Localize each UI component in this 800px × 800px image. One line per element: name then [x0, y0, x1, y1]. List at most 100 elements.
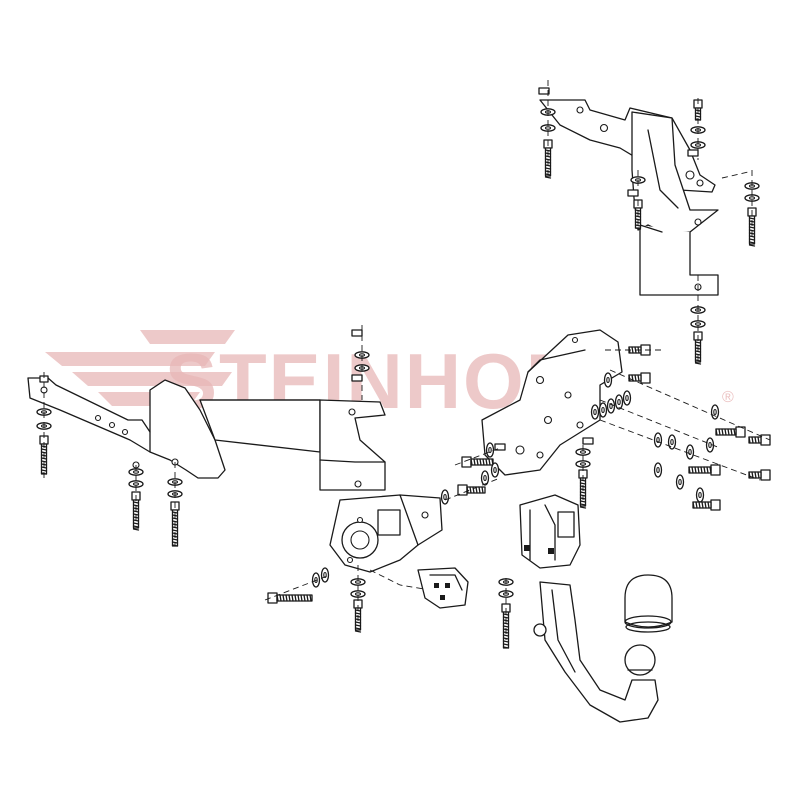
bolt-thread [733, 428, 736, 436]
bolt-thread [309, 594, 312, 602]
main-crossbar [199, 399, 386, 491]
bolt-thread [748, 238, 756, 241]
bolt-thread [544, 167, 552, 170]
bolt-thread [634, 215, 642, 218]
bolt-thread [40, 460, 48, 463]
washer-hole [694, 322, 702, 326]
bolt-thread [544, 155, 552, 158]
nut-icon [627, 189, 639, 197]
bolt-thread [300, 594, 303, 602]
bolt-thread [697, 466, 700, 474]
bolt-thread [279, 594, 282, 602]
bolt-thread [354, 612, 362, 615]
washer-hole [670, 438, 674, 446]
nut-icon [582, 437, 594, 445]
bolt-thread [694, 341, 702, 344]
washer-hole [698, 491, 702, 499]
bolt-thread [751, 436, 754, 444]
nut-icon [351, 329, 363, 337]
right-side-mounting-bracket [539, 99, 719, 296]
bolt-thread [291, 594, 294, 602]
bolt-thread [171, 520, 179, 523]
bolt-thread [691, 466, 694, 474]
detachable-tow-ball [533, 581, 659, 723]
bolt-thread [40, 448, 48, 451]
bolt-thread [502, 616, 510, 619]
bolt-thread [694, 115, 702, 118]
washer-hole [678, 478, 682, 486]
washer-hole [708, 441, 712, 449]
bolt-thread [754, 436, 757, 444]
bolt-thread [748, 241, 756, 244]
washer-hole [483, 474, 487, 482]
bolt-thread [502, 643, 510, 646]
bolt-thread [469, 486, 472, 494]
bolt-thread [470, 458, 473, 466]
bolt-thread [485, 458, 488, 466]
bolt-thread [724, 428, 727, 436]
bolt-thread [748, 436, 751, 444]
washer-hole [443, 493, 447, 501]
bolt-thread [132, 519, 140, 522]
bolt-thread [297, 594, 300, 602]
bolt-thread [294, 594, 297, 602]
bolt-thread [579, 506, 587, 509]
bolt-thread [40, 469, 48, 472]
bolt-thread [579, 491, 587, 494]
bolt-thread [354, 621, 362, 624]
bolt-head-icon [710, 464, 721, 476]
washer-hole [601, 406, 605, 414]
bolt-thread [171, 538, 179, 541]
bolt-thread [40, 457, 48, 460]
bolt-thread [748, 471, 751, 479]
nut-icon [538, 87, 550, 95]
washer-hole [544, 126, 552, 130]
bolt-thread [694, 359, 702, 362]
bolt-thread [482, 458, 485, 466]
bolt-thread [715, 428, 718, 436]
bolt-thread [694, 466, 697, 474]
bolt-thread [132, 525, 140, 528]
electrical-connector [417, 567, 469, 609]
bolt-thread [579, 503, 587, 506]
bolt-thread [709, 466, 712, 474]
washer-hole [493, 466, 497, 474]
bolt-thread [634, 227, 642, 230]
bolt-thread [288, 594, 291, 602]
washer-hole [132, 470, 140, 474]
watermark-registered-mark: ® [722, 389, 734, 406]
bolt-head-icon [461, 456, 472, 468]
bolt-thread [634, 374, 637, 382]
washer-hole [606, 376, 610, 384]
bolt-thread [748, 217, 756, 220]
bolt-thread [472, 486, 475, 494]
bolt-head-icon [760, 469, 771, 481]
bolt-thread [354, 630, 362, 633]
bolt-thread [748, 226, 756, 229]
bolt-thread [700, 466, 703, 474]
tow-ball-cap [624, 574, 673, 633]
bolt-thread [692, 501, 695, 509]
washer-hole [579, 450, 587, 454]
washer-hole [694, 143, 702, 147]
bolt-thread [694, 350, 702, 353]
assembly-guide-lines [43, 80, 771, 640]
bolt-thread [757, 436, 760, 444]
bolt-thread [132, 510, 140, 513]
bolt-thread [706, 466, 709, 474]
bolt-thread [502, 640, 510, 643]
bolt-head-icon [640, 372, 651, 384]
bolt-thread [544, 158, 552, 161]
bolt-thread [476, 458, 479, 466]
bolt-thread [628, 374, 631, 382]
bolt-thread [488, 458, 491, 466]
washer-hole [593, 408, 597, 416]
bolt-thread [757, 471, 760, 479]
bolt-thread [285, 594, 288, 602]
washer-hole [354, 592, 362, 596]
washer-hole [713, 408, 717, 416]
bolt-thread [132, 501, 140, 504]
bolt-thread [579, 482, 587, 485]
bolt-thread [694, 362, 702, 365]
